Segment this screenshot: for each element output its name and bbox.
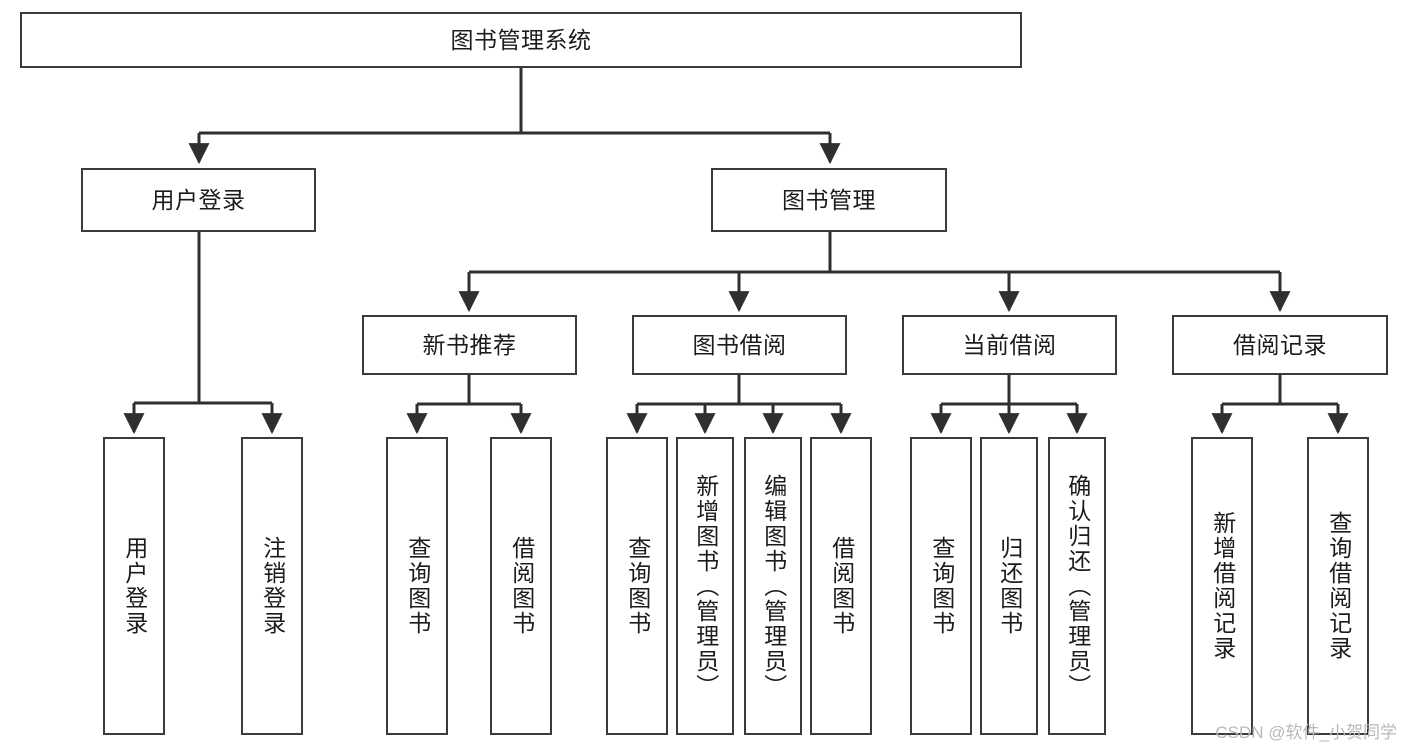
node-label: 归还图书 [996,536,1023,636]
node-label: 图书借阅 [692,331,787,358]
node-label: 查询图书 [928,536,955,636]
node-label: 用户登录 [121,536,148,636]
leaf-user-logout[interactable]: 注销登录 [241,437,303,735]
node-new-book-recommend[interactable]: 新书推荐 [362,315,577,375]
node-label: 注销登录 [259,536,286,636]
node-label: 新书推荐 [422,331,517,358]
node-user-login[interactable]: 用户登录 [81,168,316,232]
node-label: 查询图书 [404,536,431,636]
node-current-borrow[interactable]: 当前借阅 [902,315,1117,375]
leaf-borrow-add-book-admin[interactable]: 新增图书（管理员） [676,437,734,735]
node-label: 借阅图书 [828,536,855,636]
node-label: 借阅记录 [1233,331,1327,358]
leaf-recommend-query-book[interactable]: 查询图书 [386,437,448,735]
node-label: 确认归还（管理员） [1064,473,1091,699]
csdn-watermark: CSDN @软件_小贺同学 [1215,723,1397,742]
node-book-management[interactable]: 图书管理 [711,168,947,232]
node-label: 图书管理 [782,186,876,213]
node-book-borrow[interactable]: 图书借阅 [632,315,847,375]
node-label: 图书管理系统 [450,26,592,53]
node-label: 新增借阅记录 [1209,511,1236,661]
node-borrow-record[interactable]: 借阅记录 [1172,315,1388,375]
node-root-system[interactable]: 图书管理系统 [20,12,1022,68]
leaf-recommend-borrow-book[interactable]: 借阅图书 [490,437,552,735]
leaf-current-confirm-return-admin[interactable]: 确认归还（管理员） [1048,437,1106,735]
leaf-record-query-record[interactable]: 查询借阅记录 [1307,437,1369,735]
node-label: 当前借阅 [962,331,1057,358]
node-label: 查询图书 [624,536,651,636]
node-label: 编辑图书（管理员） [760,473,787,699]
leaf-current-return-book[interactable]: 归还图书 [980,437,1038,735]
leaf-current-query-book[interactable]: 查询图书 [910,437,972,735]
leaf-user-login[interactable]: 用户登录 [103,437,165,735]
leaf-borrow-query-book[interactable]: 查询图书 [606,437,668,735]
leaf-borrow-edit-book-admin[interactable]: 编辑图书（管理员） [744,437,802,735]
node-label: 借阅图书 [508,536,535,636]
node-label: 新增图书（管理员） [692,473,719,699]
leaf-record-add-record[interactable]: 新增借阅记录 [1191,437,1253,735]
node-label: 查询借阅记录 [1325,511,1352,661]
leaf-borrow-borrow-book[interactable]: 借阅图书 [810,437,872,735]
node-label: 用户登录 [151,186,246,213]
